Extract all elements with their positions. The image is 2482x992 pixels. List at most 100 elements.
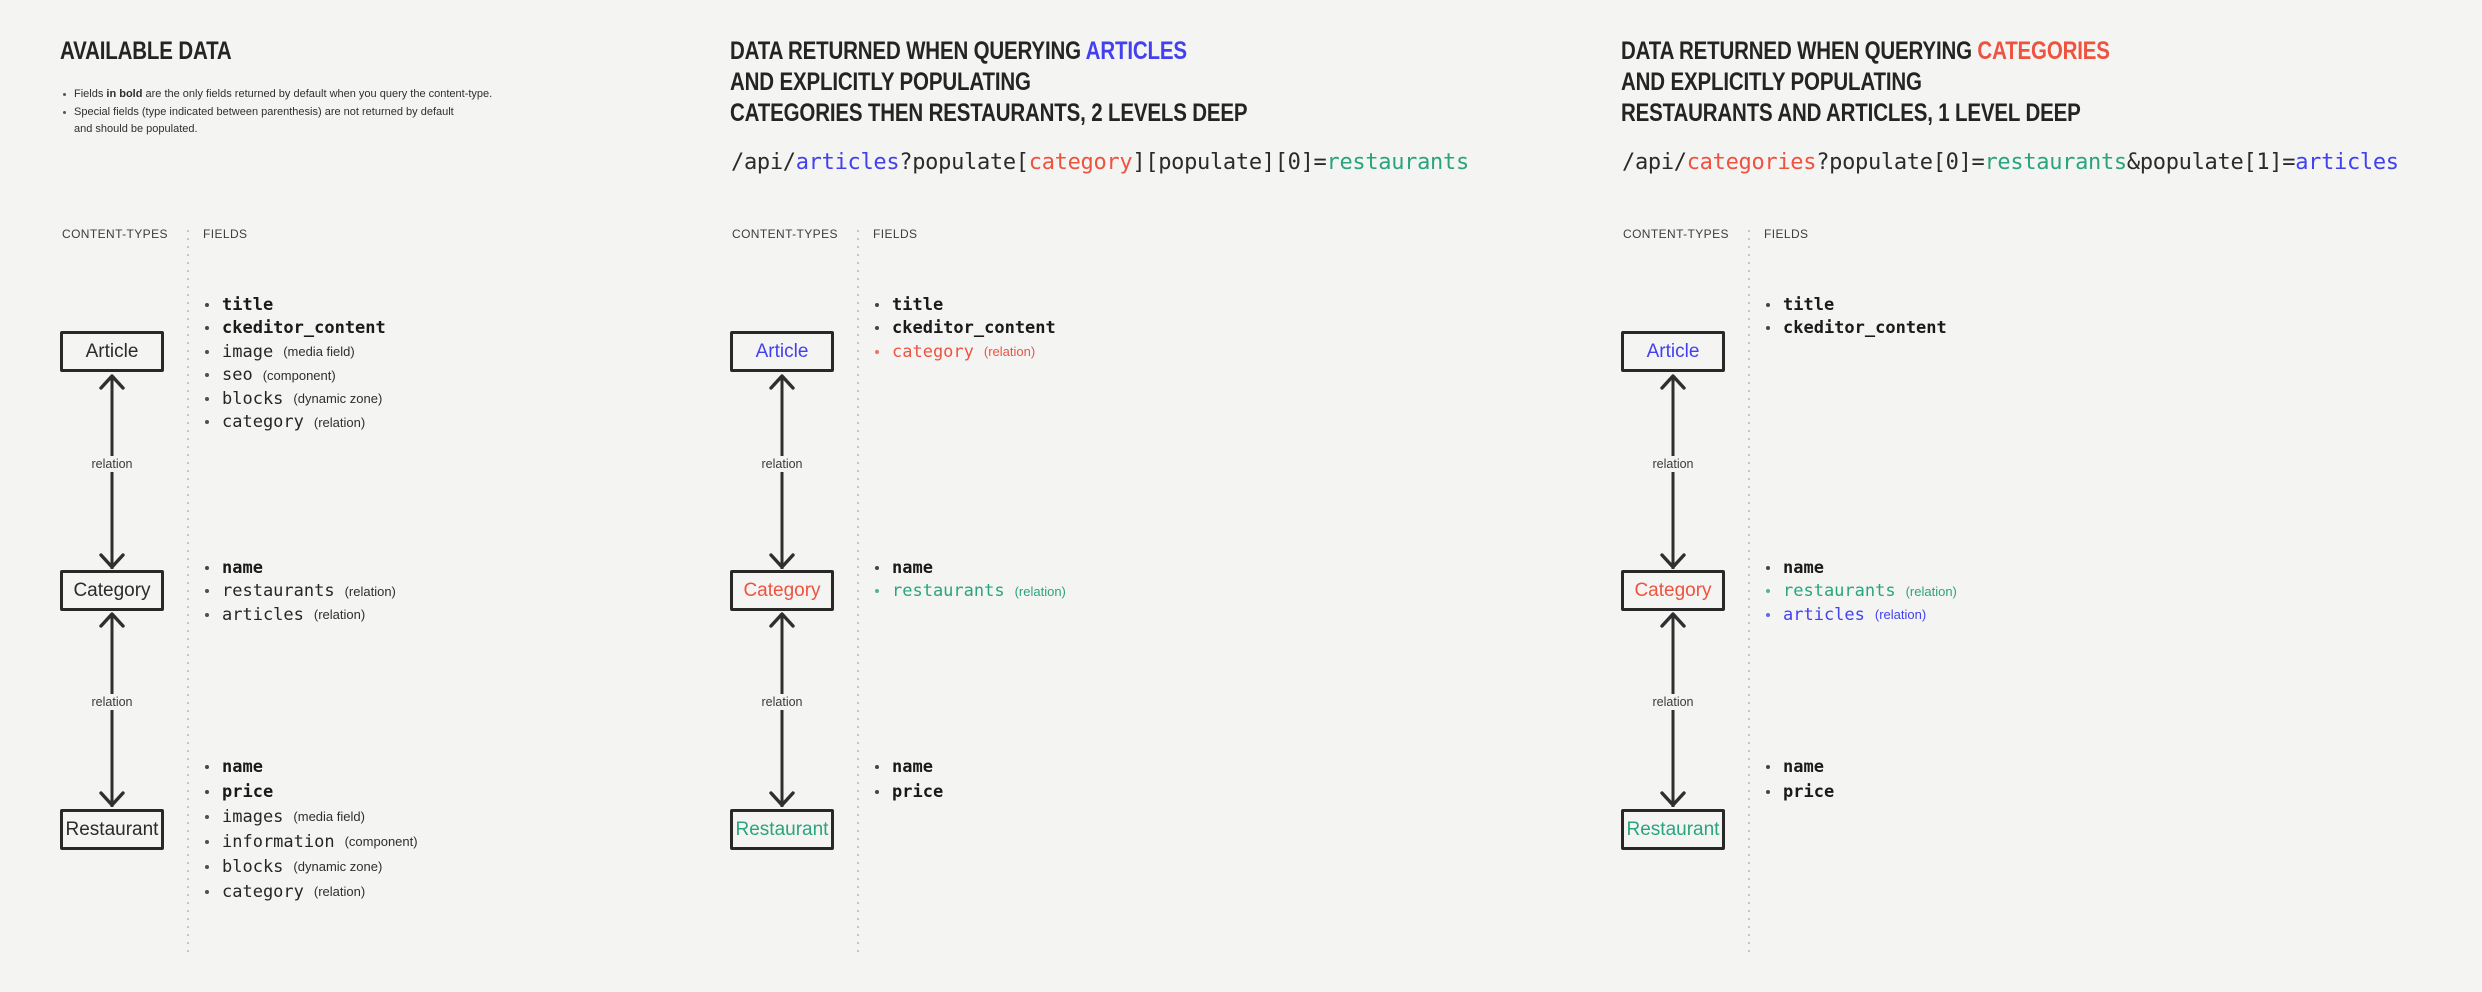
bullet-dot-icon bbox=[1766, 789, 1770, 794]
field-name: ckeditor_content bbox=[222, 318, 386, 339]
field-type: (relation) bbox=[1014, 583, 1066, 599]
bullet-dot-icon bbox=[205, 326, 209, 331]
article-box-label: Article bbox=[755, 340, 809, 362]
field-type: (dynamic zone) bbox=[293, 859, 383, 874]
field-item: images(media field) bbox=[205, 804, 685, 829]
code-segment: category bbox=[1028, 150, 1133, 175]
code-segment: &populate[1]= bbox=[2126, 150, 2296, 175]
field-item: name bbox=[875, 754, 1355, 779]
field-type: (media field) bbox=[293, 809, 365, 824]
relation-arrow-icon bbox=[1660, 612, 1686, 807]
heading-line-1: DATA RETURNED WHEN QUERYING ARTICLES bbox=[730, 36, 1247, 67]
restaurant-box: Restaurant bbox=[60, 809, 164, 850]
bullet-dot-icon bbox=[875, 764, 879, 769]
field-item: price bbox=[1766, 779, 2246, 804]
content-types-label: CONTENT-TYPES bbox=[62, 227, 168, 241]
article-box-label: Article bbox=[85, 340, 139, 362]
category-box-label: Category bbox=[73, 579, 151, 601]
bullet-dot-icon bbox=[205, 302, 209, 307]
bullet-dot-icon bbox=[205, 349, 209, 354]
relation-label: relation bbox=[1648, 456, 1698, 472]
field-item: image(media field) bbox=[205, 340, 685, 364]
content-types-label: CONTENT-TYPES bbox=[1623, 227, 1729, 241]
category-field-list: name restaurants (relation) bbox=[875, 556, 1355, 603]
heading-keyword: CATEGORIES bbox=[1977, 37, 2110, 65]
bullet-dot-icon bbox=[205, 889, 209, 894]
column-query-articles: DATA RETURNED WHEN QUERYING ARTICLES AND… bbox=[730, 0, 1469, 992]
field-item: price bbox=[205, 779, 685, 804]
field-name: ckeditor_content bbox=[892, 318, 1056, 339]
field-name: title bbox=[1783, 294, 1835, 315]
column-title: AVAILABLE DATA bbox=[60, 36, 232, 67]
field-name: price bbox=[222, 781, 274, 802]
field-item: name bbox=[205, 754, 685, 779]
field-name: image bbox=[222, 341, 274, 362]
api-url-code: /api/articles?populate[category][populat… bbox=[731, 150, 1469, 176]
field-type: (component) bbox=[344, 834, 418, 849]
field-name: category bbox=[222, 412, 304, 433]
bullet-dot-icon bbox=[205, 396, 209, 401]
relation-label: relation bbox=[757, 694, 807, 710]
note-item: Fields in bold are the only fields retur… bbox=[62, 86, 492, 104]
field-name: name bbox=[892, 756, 933, 777]
category-box: Category bbox=[1621, 570, 1725, 611]
dotted-divider bbox=[1748, 230, 1750, 958]
field-type: (dynamic zone) bbox=[293, 391, 383, 407]
note-text: are the only fields returned by default … bbox=[142, 88, 493, 100]
field-name: restaurants bbox=[892, 581, 1005, 602]
bullet-dot-icon bbox=[1766, 302, 1770, 307]
note-item: Special fields (type indicated between p… bbox=[62, 104, 492, 139]
code-segment: categories bbox=[1686, 150, 1817, 175]
field-item: title bbox=[205, 293, 685, 317]
field-name: ckeditor_content bbox=[1783, 318, 1947, 339]
field-type: (relation) bbox=[1905, 583, 1957, 599]
code-segment: restaurants bbox=[1984, 150, 2127, 175]
field-name: blocks bbox=[222, 856, 284, 877]
column-title: DATA RETURNED WHEN QUERYING CATEGORIES A… bbox=[1621, 36, 2110, 129]
field-item: articles(relation) bbox=[205, 603, 685, 627]
heading-text: DATA RETURNED WHEN QUERYING bbox=[1621, 37, 1978, 65]
code-segment: /api/ bbox=[1622, 150, 1687, 175]
note-text: Special fields (type indicated between p… bbox=[74, 105, 454, 118]
field-item: restaurants (relation) bbox=[1766, 580, 2246, 604]
field-item: category (relation) bbox=[205, 411, 685, 435]
field-item: seo(component) bbox=[205, 364, 685, 388]
code-segment: ?populate[0]= bbox=[1816, 150, 1985, 175]
article-box: Article bbox=[1621, 331, 1725, 372]
note-text-bold: in bold bbox=[106, 88, 143, 100]
field-name: restaurants bbox=[1783, 581, 1896, 602]
field-item: ckeditor_content bbox=[1766, 317, 2246, 341]
code-segment: ?populate[ bbox=[899, 150, 1029, 175]
fields-label: FIELDS bbox=[1764, 227, 1809, 241]
fields-label: FIELDS bbox=[203, 227, 248, 241]
bullet-dot-icon bbox=[1766, 589, 1770, 594]
bullet-dot-icon bbox=[205, 373, 209, 378]
field-name: category bbox=[222, 881, 304, 902]
restaurant-box-label: Restaurant bbox=[65, 818, 159, 840]
field-name: seo bbox=[222, 365, 253, 386]
field-item: blocks(dynamic zone) bbox=[205, 387, 685, 411]
bullet-dot-icon bbox=[205, 565, 209, 570]
category-box-label: Category bbox=[1634, 579, 1712, 601]
code-segment: /api/ bbox=[731, 150, 796, 175]
notes-list: Fields in bold are the only fields retur… bbox=[62, 86, 492, 139]
field-type: (relation) bbox=[344, 583, 396, 599]
bullet-dot-icon bbox=[205, 789, 209, 794]
fields-label: FIELDS bbox=[873, 227, 918, 241]
relation-arrow-icon bbox=[769, 374, 795, 569]
field-name: name bbox=[892, 557, 933, 578]
relation-arrow-icon bbox=[99, 374, 125, 569]
field-type: (relation) bbox=[313, 414, 366, 430]
field-type: (relation) bbox=[313, 607, 366, 623]
heading-line-2: AND EXPLICITLY POPULATING bbox=[1621, 68, 1922, 96]
bullet-dot-icon bbox=[1766, 565, 1770, 570]
code-segment: restaurants bbox=[1326, 150, 1470, 175]
bullet-dot-icon bbox=[875, 302, 879, 307]
bullet-dot-icon bbox=[205, 420, 209, 425]
heading-line-2: AND EXPLICITLY POPULATING bbox=[730, 68, 1031, 96]
field-item: ckeditor_content bbox=[205, 317, 685, 341]
